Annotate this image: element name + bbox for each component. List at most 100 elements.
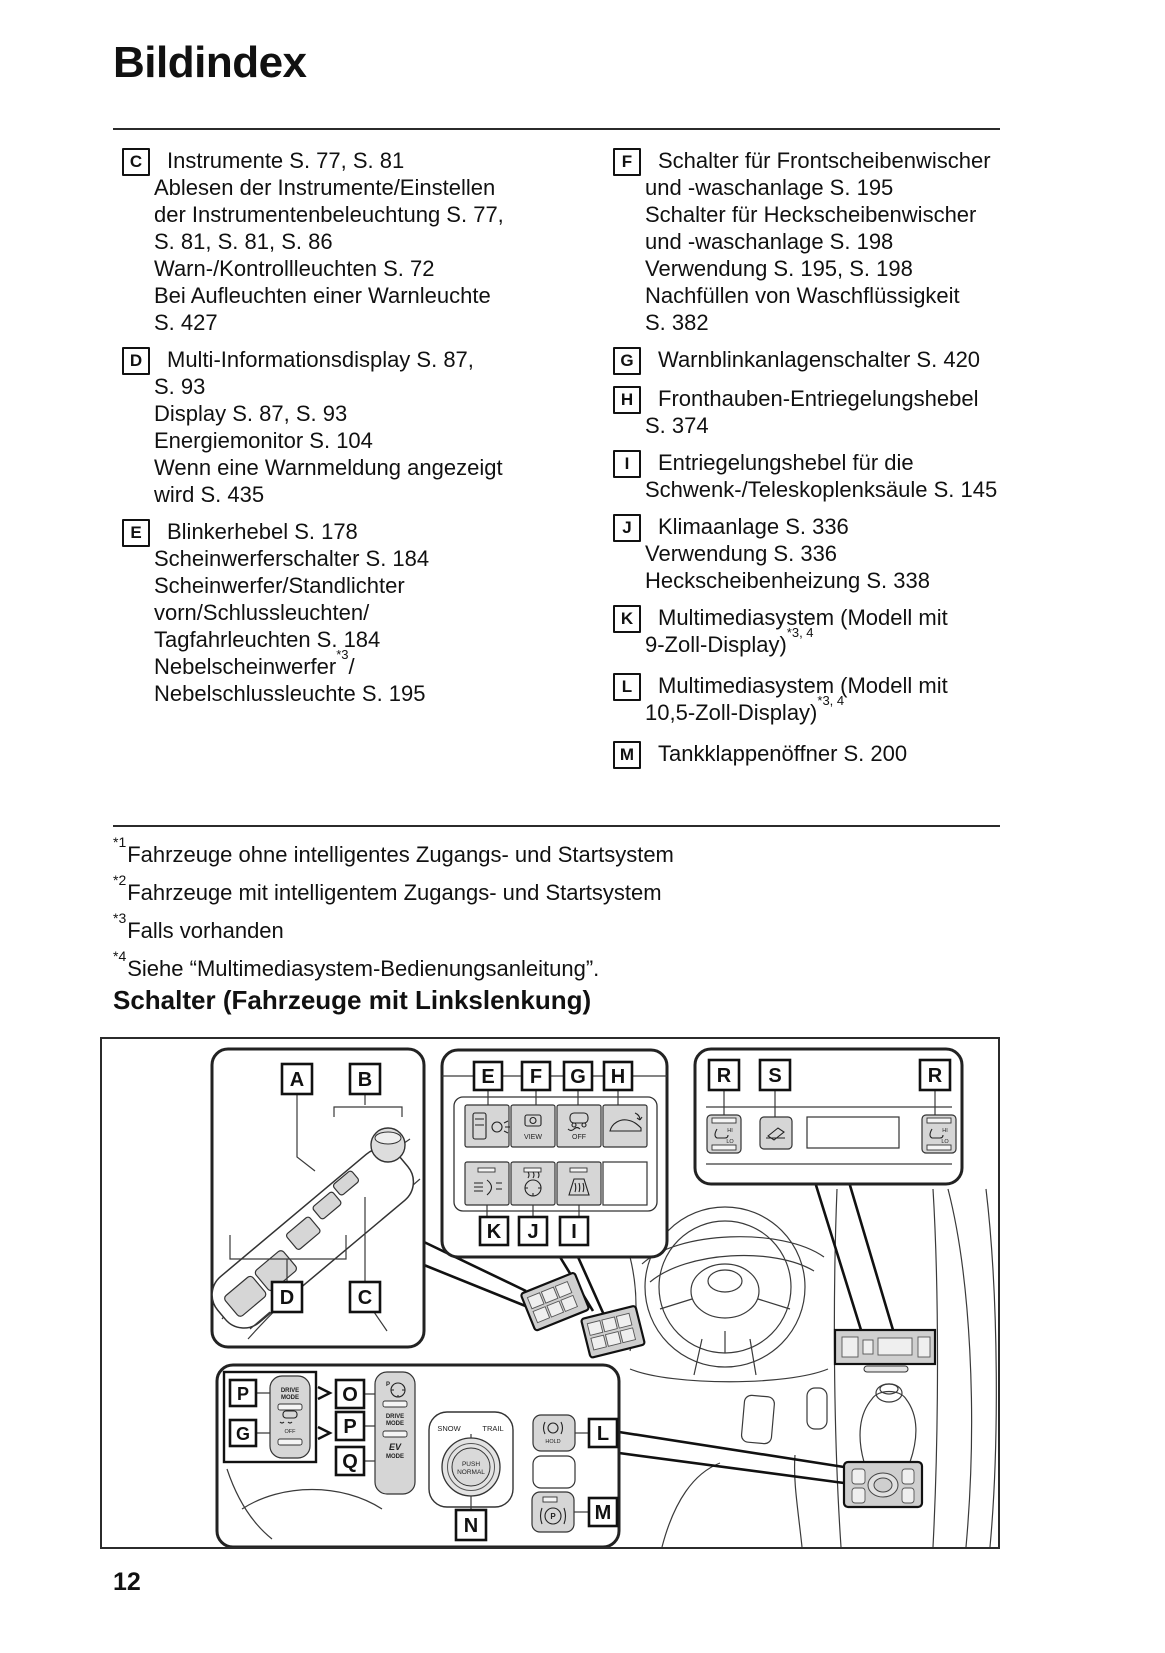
defrost-button	[556, 1161, 602, 1206]
index-line: Warn-/Kontrollleuchten S. 72	[154, 256, 435, 281]
callout-h: H	[602, 1060, 634, 1092]
index-line: S. 81, S. 81, S. 86	[154, 229, 333, 254]
window-switch-panel-highlight	[520, 1272, 590, 1332]
headlight-leveling-button	[464, 1161, 510, 1206]
index-line: Instrumente S. 77, S. 81	[167, 148, 405, 173]
svg-text:PUSH: PUSH	[462, 1461, 480, 1468]
callout-i: I	[558, 1215, 590, 1247]
callout-letter: H	[613, 386, 641, 414]
svg-text:M: M	[595, 1502, 612, 1524]
index-line: Nachfüllen von Waschflüssigkeit	[645, 283, 960, 308]
svg-text:O: O	[342, 1384, 358, 1406]
headlight-leveling-icon	[474, 1179, 502, 1196]
index-line: Scheinwerfer/Standlichter	[154, 573, 405, 598]
index-entry-g: G Warnblinkanlagenschalter S. 420	[613, 346, 1013, 375]
door-switch-inset: A B D C	[210, 1047, 426, 1349]
panel-light-icon	[472, 1112, 510, 1140]
svg-text:SNOW: SNOW	[437, 1424, 461, 1433]
index-line: und -waschanlage S. 195	[645, 175, 894, 200]
svg-text:P: P	[237, 1384, 249, 1404]
divider	[113, 825, 1000, 827]
index-entry-i: I Entriegelungshebel für die Schwenk-/Te…	[613, 449, 1013, 503]
index-line: der Instrumentenbeleuchtung S. 77,	[154, 202, 504, 227]
callout-q: Q	[334, 1445, 366, 1477]
index-entry-k: K Multimediasystem (Modell mit 9-Zoll-Di…	[613, 604, 1013, 658]
power-back-door-button	[602, 1104, 648, 1148]
callout-d: D	[270, 1280, 304, 1314]
index-line: Bei Aufleuchten einer Warnleuchte	[154, 283, 491, 308]
callout-letter: D	[122, 347, 150, 375]
traction-off-icon	[567, 1112, 589, 1132]
svg-text:A: A	[290, 1069, 304, 1091]
brake-hold-icon	[542, 1421, 564, 1435]
callout-letter: G	[613, 347, 641, 375]
callout-letter: E	[122, 519, 150, 547]
svg-text:P: P	[343, 1416, 356, 1438]
svg-text:H: H	[611, 1066, 625, 1088]
section-heading: Schalter (Fahrzeuge mit Linkslenkung)	[113, 985, 592, 1015]
index-line: Tankklappenöffner S. 200	[658, 741, 908, 766]
svg-text:S: S	[768, 1065, 781, 1087]
svg-text:LO: LO	[941, 1139, 949, 1145]
blank-console-button	[532, 1455, 576, 1489]
svg-text:G: G	[236, 1424, 250, 1444]
climate-panel-highlight	[833, 1328, 937, 1373]
console-switch-inset: DRIVE MODE OFF P G	[215, 1363, 621, 1547]
index-line: S. 93	[154, 374, 206, 399]
callout-g: G	[562, 1060, 594, 1092]
callout-wedge-lines	[423, 1181, 895, 1485]
index-line: Schalter für Frontscheibenwischer	[658, 148, 991, 173]
drive-mode-dial: SNOW TRAIL PUSH NORMAL	[428, 1411, 514, 1510]
callout-s: S	[758, 1058, 792, 1092]
svg-text:L: L	[597, 1423, 609, 1445]
door-armrest	[211, 1147, 415, 1329]
steering-heater-icon	[524, 1171, 542, 1197]
index-line: S. 374	[645, 413, 709, 438]
index-line: Schalter für Heckscheibenwischer	[645, 202, 977, 227]
svg-text:R: R	[717, 1065, 732, 1087]
svg-text:C: C	[358, 1287, 372, 1309]
index-line: Entriegelungshebel für die	[658, 450, 914, 475]
callout-p1: P	[228, 1378, 258, 1408]
callout-letter: K	[613, 605, 641, 633]
seat-heater-switch-right: HI LO	[921, 1114, 957, 1154]
svg-text:G: G	[570, 1066, 586, 1088]
cockpit-diagram: A B D C	[100, 1037, 1000, 1549]
window-lock-switch	[285, 1216, 321, 1250]
svg-text:J: J	[527, 1221, 538, 1243]
blank-panel-slot	[806, 1116, 900, 1149]
svg-text:MODE: MODE	[281, 1395, 299, 1401]
svg-text:TRAIL: TRAIL	[482, 1424, 503, 1433]
door-lock-switch	[312, 1191, 342, 1220]
index-line: Warnblinkanlagenschalter S. 420	[658, 347, 981, 372]
callout-o: O	[334, 1378, 366, 1410]
camera-icon	[524, 1114, 542, 1127]
svg-text:P: P	[550, 1512, 556, 1521]
index-line: S. 427	[154, 310, 218, 335]
index-line: Multimediasystem (Modell mit	[658, 605, 948, 630]
traction-off-button: OFF	[556, 1104, 602, 1148]
traction-off-icon-small	[279, 1410, 298, 1424]
window-switch	[224, 1275, 267, 1317]
index-entry-c: C Instrumente S. 77, S. 81 Ablesen der I…	[122, 147, 592, 336]
page-number: 12	[113, 1568, 141, 1596]
svg-text:F: F	[530, 1066, 542, 1088]
index-line: Nebelscheinwerfer*3/	[154, 646, 355, 679]
svg-text:EV: EV	[389, 1442, 402, 1452]
callout-r1: R	[707, 1058, 741, 1092]
callout-j: J	[517, 1215, 549, 1247]
callout-b: B	[348, 1062, 382, 1096]
footnote-2: *2Fahrzeuge mit intelligentem Zugangs- u…	[113, 871, 662, 905]
seat-heater-inset: HI LO HI LO R S	[693, 1047, 964, 1186]
callout-n: N	[454, 1508, 488, 1542]
svg-text:I: I	[571, 1221, 577, 1243]
blank-switch-slot	[602, 1161, 648, 1206]
index-line: vorn/Schlussleuchten/	[154, 600, 370, 625]
callout-f: F	[520, 1060, 552, 1092]
index-line: wird S. 435	[154, 482, 265, 507]
defrost-icon	[568, 1178, 590, 1196]
callout-p2: P	[334, 1410, 366, 1442]
svg-text:D: D	[280, 1287, 294, 1309]
callout-r2: R	[918, 1058, 952, 1092]
